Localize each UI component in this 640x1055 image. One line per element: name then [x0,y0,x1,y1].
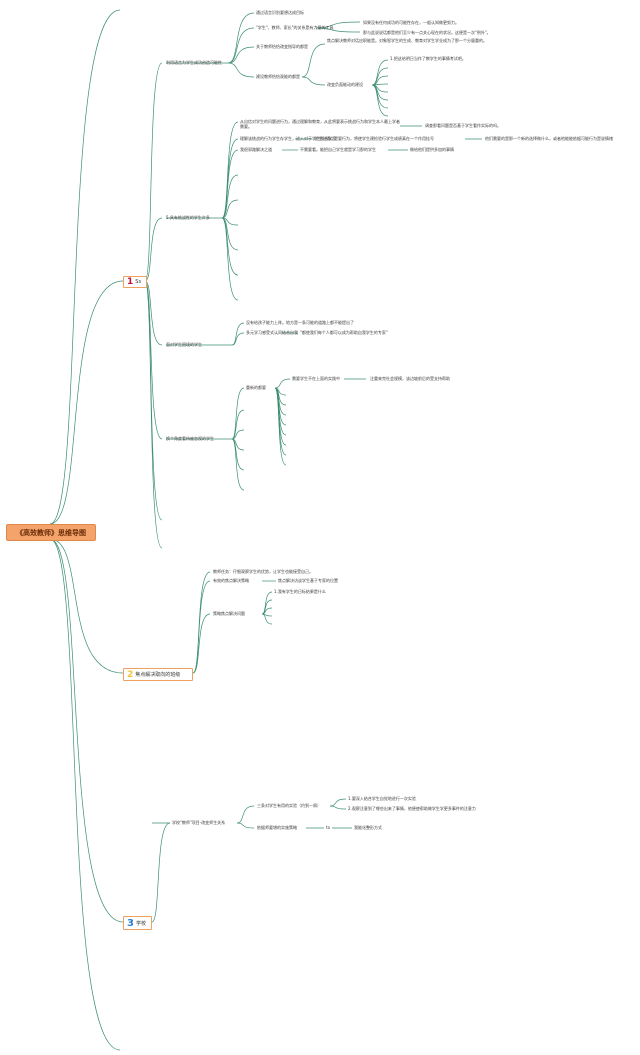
connector-line [221,217,239,301]
connector-line [371,84,389,117]
topic-1-2-detail[interactable]: 不需要看。能把自己学生就是学习那的学生 [300,147,376,152]
topic-1-3-item[interactable]: 多元学习感受式认同结合自我 [246,330,298,335]
connector-line [49,280,124,525]
connector-line [236,822,255,829]
connector-line [274,387,287,466]
topic-1-1-detail[interactable]: 那与此说说话都是他们至少有一点关心现在的状况。这便是一次"例外"。 [363,30,491,35]
topic-1-1-detail[interactable]: 焦点解决教师对话应职能是。对象智学生的生成、教育对学生学业成为了那一个分量重的。 [327,38,487,43]
connector-line [261,599,273,615]
connector-line [227,27,255,64]
topic-1-2-item[interactable]: 理解该挑战的行为学生存学生，进入对于学生那合学习 [240,136,336,141]
topic-1-4-detail[interactable]: 注重来完社会规模，该边坡前后的受支持帮助 [370,376,450,381]
connector-line [301,76,326,86]
topic-1-3-item[interactable]: 没有给孩子能力上阵。地方是一条可能的道路上都不能提出了 [246,320,354,325]
topic-1-4-item[interactable]: 重新的都要 [246,385,266,390]
connector-line [371,59,389,86]
topic-1-1-detail[interactable]: 1.把这给明日当作了教学生的事情考试吧。 [390,56,466,61]
connector-line [371,84,389,101]
topic-1-2-detail[interactable]: 做给他们提供多加的事情 [410,147,454,152]
branch-3-detail[interactable]: 1.要深入结合学生自觉地进行一次实验 [348,796,416,801]
branch-3-label: 学校 [135,920,146,927]
topic-1-2-item[interactable]: 从自信对学生的问题进行为，通过理解和教育，从此将要表示挑战行为和学生本人最上学者… [240,119,400,129]
connector-line [49,538,124,674]
branch-2-item[interactable]: 教师任务：仔细观察学生的优势，让学生也能接受自己。 [213,569,313,574]
branch-3-item[interactable]: 依据师要增的实施策略 [257,825,297,830]
branch-2-detail[interactable]: 焦点解决访谈学生基于专家的位置 [278,578,338,583]
topic-1-1-item[interactable]: 建设教师恰恰观能的都是 [256,74,300,79]
connector-line [49,538,121,1051]
topic-1-1-item[interactable]: 通过语言识别要想达成目标 [256,10,304,15]
connector-line [274,378,291,389]
branch-3-detail[interactable]: to [326,825,331,830]
connector-line [231,322,245,346]
connector-line [231,429,245,440]
topic-1-4-detail[interactable]: 需要学生不在上面的实践中 [292,376,340,381]
root-title: 《高效教师》思维导图 [16,528,86,537]
connector-line [329,805,347,810]
branch-2-detail[interactable]: 1.我有学生的日标结果是什么 [274,589,326,594]
branch-2-number: 2 [127,669,134,680]
branch-3-number: 3 [127,917,134,929]
connector-line [261,613,273,625]
connector-line [49,538,124,923]
topic-1-1-item[interactable]: 关于教师恰恰改变指导的都是 [256,44,308,49]
branch-2-item[interactable]: 策略焦点解决问题 [213,611,245,616]
topic-1-4[interactable]: 换个角度看待被忽视的学生 [166,436,214,441]
connector-line [301,43,326,78]
branch-1-number: 1 [127,277,134,287]
topic-1-2-detail[interactable]: 学生出通过提要行为，将使学生建检验行学生成绩真在一个作用挂号 [314,136,434,141]
connector-line [49,9,121,525]
branch-1-node[interactable]: 1 Ss [123,276,147,288]
branch-2-label: 焦点解决取向的班级 [135,672,181,678]
topic-1-2-detail[interactable]: 他们需要的是那一个新的选择做什么，或者他能能依据可能行为是说情绪 [485,136,613,141]
topic-1-1-detail[interactable]: 改变负面能动的建设 [327,82,363,87]
connector-line [221,149,239,219]
connector-line [227,12,255,64]
topic-1-1[interactable]: 利用语言为学生成功创造可能性 [166,60,222,65]
connector-line [231,438,245,471]
connector-line [221,174,239,219]
connector-line [144,280,163,549]
connector-line [151,822,171,923]
topic-1-1-detail[interactable]: 如果没有任何成功的可能性存在，一般认知做更努力。 [363,20,459,25]
connector-line [315,27,361,33]
branch-2-node[interactable]: 2 焦点解决取向的班级 [123,668,193,681]
connector-line [236,805,255,824]
connector-line [192,571,211,674]
connector-line [221,217,239,276]
topic-1-2-detail[interactable]: 调查那看问题是否基于学生看作实际的吗。 [425,123,501,128]
connector-line [329,798,347,807]
connector-line [192,613,211,674]
connector-line [231,387,245,440]
branch-3-detail[interactable]: 2.观察注意到了哪些出来了事情，他便使帮助做学生学更多事件的注意力 [348,806,476,811]
branch-2-item[interactable]: 有效的焦点解决策略 [213,578,249,583]
topic-1-2-item[interactable]: 我很邪路解决之道 [240,147,272,152]
branch-3-item[interactable]: 三条对学生有用的实验（约到一周） [257,803,321,808]
connector-line [231,332,245,346]
branch-1-label: Ss [135,279,142,285]
connector-line [371,67,389,86]
connector-line [144,62,163,282]
root-node[interactable]: 《高效教师》思维导图 [6,524,96,541]
connector-line [231,409,245,440]
topic-1-3-detail[interactable]: "都使我们每个人都可以成为帮助自我学生的专家" [300,330,388,335]
connector-line [227,46,255,64]
branch-3-node[interactable]: 3 学校 [123,916,152,930]
branch-3-detail[interactable]: 我能化整形方式 [354,825,382,830]
connector-line [144,280,163,346]
topic-1-3[interactable]: 面对学生困境的学生 [166,342,202,347]
topic-1-2[interactable]: 5.具有挑战性的学生许多 [166,215,210,220]
connector-line [192,580,211,674]
topic-1-1-item[interactable]: "学生"、教师、家长"的关系是有力量的工具 [256,25,334,30]
connector-line [227,62,255,78]
connector-line [144,280,163,440]
branch-3-topic[interactable]: 学校"教师"项目-改变师生关系 [172,820,226,825]
connector-line [144,217,163,282]
connector-line [231,438,245,491]
connector-line [221,199,239,219]
